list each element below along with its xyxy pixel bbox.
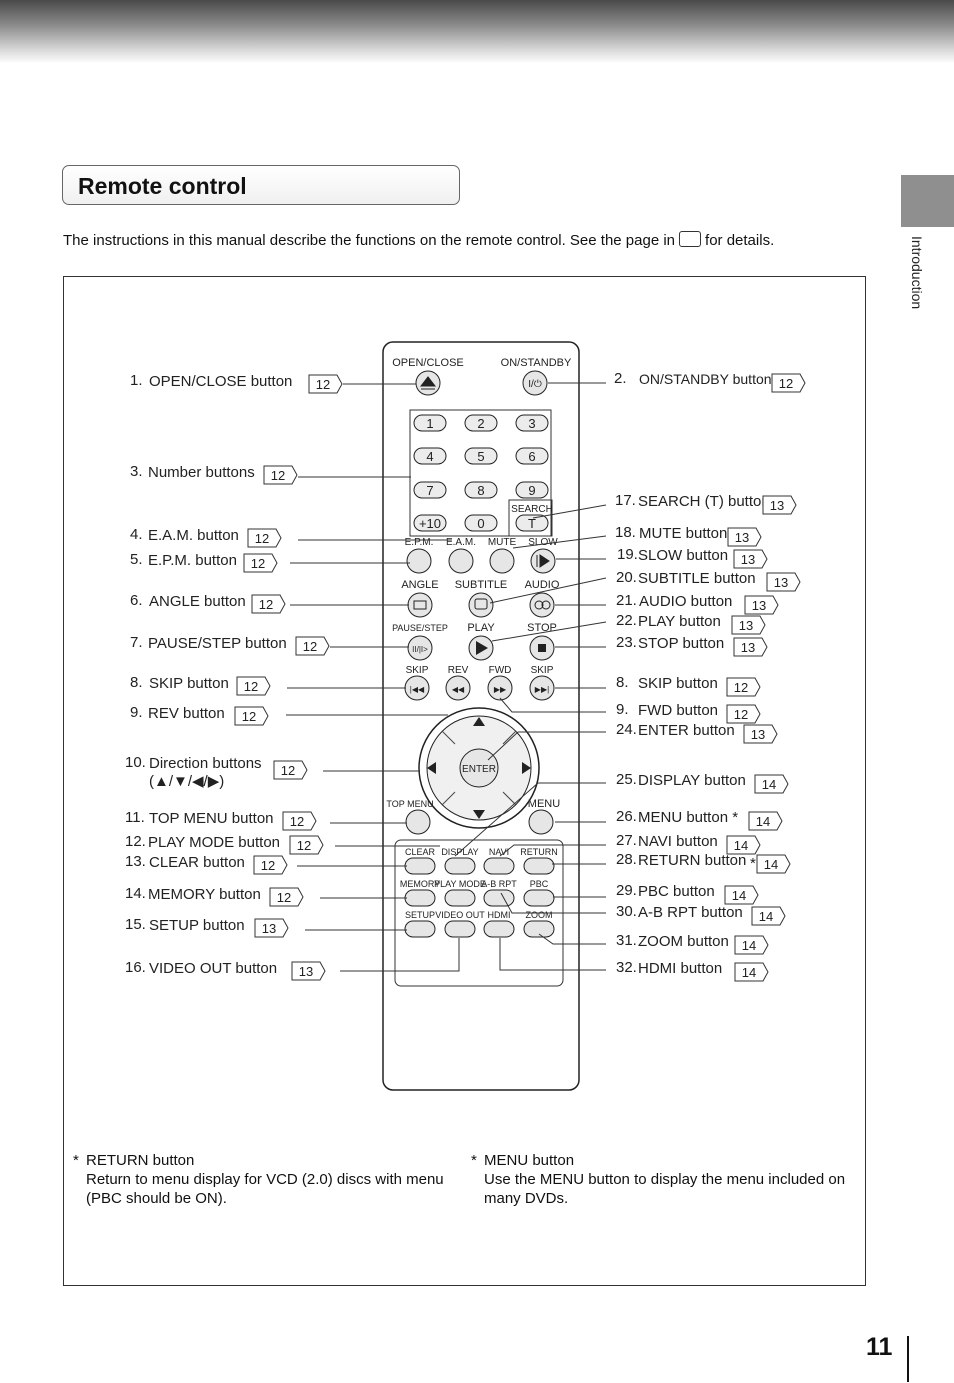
note-body-line: Return to menu display for VCD (2.0) dis…: [86, 1171, 444, 1188]
page-reference-icon: [679, 231, 702, 247]
note-body-line: Use the MENU button to display the menu …: [484, 1171, 846, 1188]
intro-text-before: The instructions in this manual describe…: [63, 232, 676, 249]
remote-diagram-frame: [63, 276, 866, 1286]
header-gradient-bar: [0, 0, 954, 62]
intro-text-after: for details.: [705, 232, 775, 249]
note-body-line: (PBC should be ON).: [86, 1190, 227, 1207]
return-note: * RETURN button Return to menu display f…: [73, 1151, 466, 1208]
note-body-line: many DVDs.: [484, 1190, 569, 1207]
section-title-box: Remote control: [62, 165, 460, 205]
chapter-tab: [901, 175, 954, 227]
menu-note: * MENU button Use the MENU button to dis…: [471, 1151, 859, 1208]
note-star: *: [73, 1152, 79, 1169]
section-title: Remote control: [78, 173, 247, 199]
intro-text: The instructions in this manual describe…: [63, 231, 774, 249]
note-title: MENU button: [484, 1152, 575, 1169]
note-star: *: [471, 1152, 477, 1169]
page-number-rule: [907, 1336, 909, 1382]
note-title: RETURN button: [86, 1152, 195, 1169]
page-number: 11: [866, 1333, 893, 1361]
chapter-label: Introduction: [909, 236, 925, 310]
